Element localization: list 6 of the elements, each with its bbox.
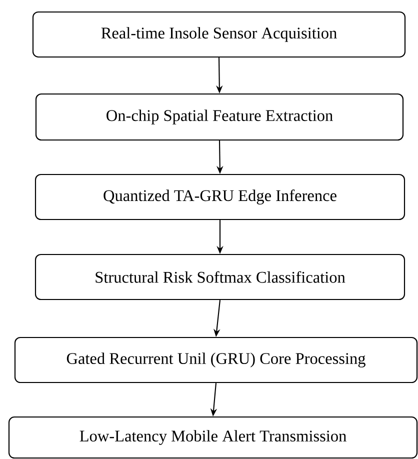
process-box: Structural Risk Softmax Classification (34, 254, 406, 300)
process-box: Gated Recurrent Unil (GRU) Core Processing (14, 336, 418, 384)
process-box: On-chip Spatial Feature Extraction (35, 93, 404, 141)
process-box: Quantized TA-GRU Edge Inference (34, 174, 406, 220)
process-box: Real-time Insole Sensor Acquisition (32, 11, 406, 58)
process-box: Low-Latency Mobile Alert Transmission (8, 416, 418, 459)
